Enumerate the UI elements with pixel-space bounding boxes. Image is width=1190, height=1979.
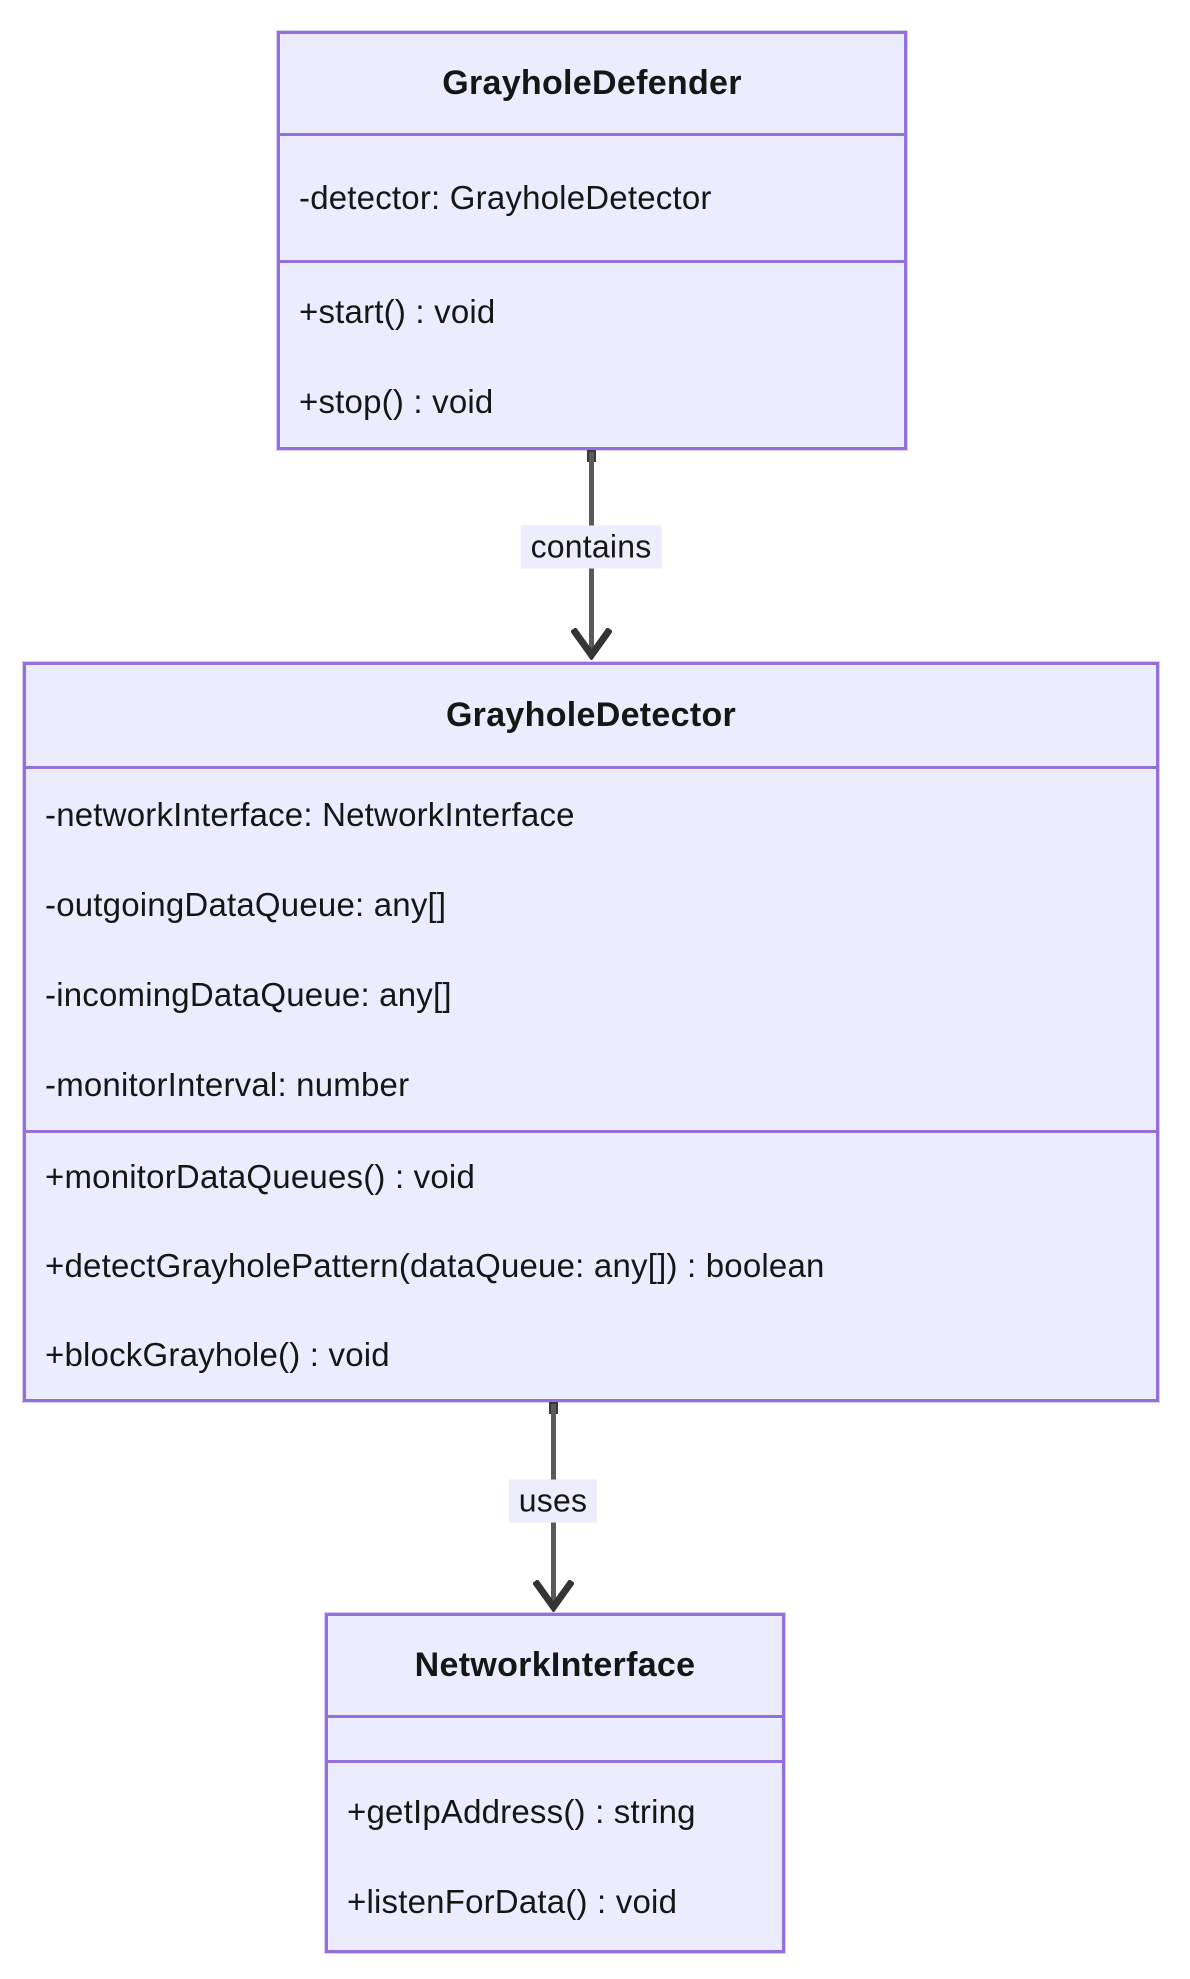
- edge-label-uses: uses: [508, 1479, 598, 1523]
- class-attribute: -incomingDataQueue: any[]: [45, 975, 452, 1013]
- class-attributes-section-empty: [328, 1718, 782, 1763]
- edge-label-contains: contains: [520, 525, 662, 569]
- class-method: +detectGrayholePattern(dataQueue: any[])…: [45, 1247, 825, 1284]
- class-attribute: -networkInterface: NetworkInterface: [45, 795, 575, 833]
- class-method: +monitorDataQueues() : void: [45, 1158, 476, 1196]
- class-title: NetworkInterface: [328, 1616, 782, 1718]
- class-attribute: -outgoingDataQueue: any[]: [45, 885, 447, 923]
- arrowhead-icon: [571, 628, 612, 660]
- arrowhead-icon: [533, 1580, 574, 1612]
- class-method: +getIpAddress() : string: [347, 1792, 696, 1830]
- class-box-network-interface: NetworkInterface +getIpAddress() : strin…: [325, 1613, 785, 1953]
- class-method: +start() : void: [299, 292, 496, 330]
- class-method: +listenForData() : void: [347, 1882, 678, 1920]
- class-attribute: -detector: GrayholeDetector: [299, 179, 712, 216]
- class-methods-section: +getIpAddress() : string +listenForData(…: [328, 1763, 782, 1950]
- class-attributes-section: -networkInterface: NetworkInterface -out…: [26, 769, 1156, 1133]
- class-method: +stop() : void: [299, 382, 494, 420]
- class-title: GrayholeDetector: [26, 665, 1156, 769]
- class-methods-section: +monitorDataQueues() : void +detectGrayh…: [26, 1133, 1156, 1399]
- class-box-grayhole-detector: GrayholeDetector -networkInterface: Netw…: [23, 662, 1159, 1402]
- class-method: +blockGrayhole() : void: [45, 1335, 390, 1373]
- class-attributes-section: -detector: GrayholeDetector: [280, 136, 904, 263]
- class-methods-section: +start() : void +stop() : void: [280, 263, 904, 450]
- class-title: GrayholeDefender: [280, 34, 904, 136]
- class-attribute: -monitorInterval: number: [45, 1065, 410, 1103]
- class-box-grayhole-defender: GrayholeDefender -detector: GrayholeDete…: [277, 31, 907, 450]
